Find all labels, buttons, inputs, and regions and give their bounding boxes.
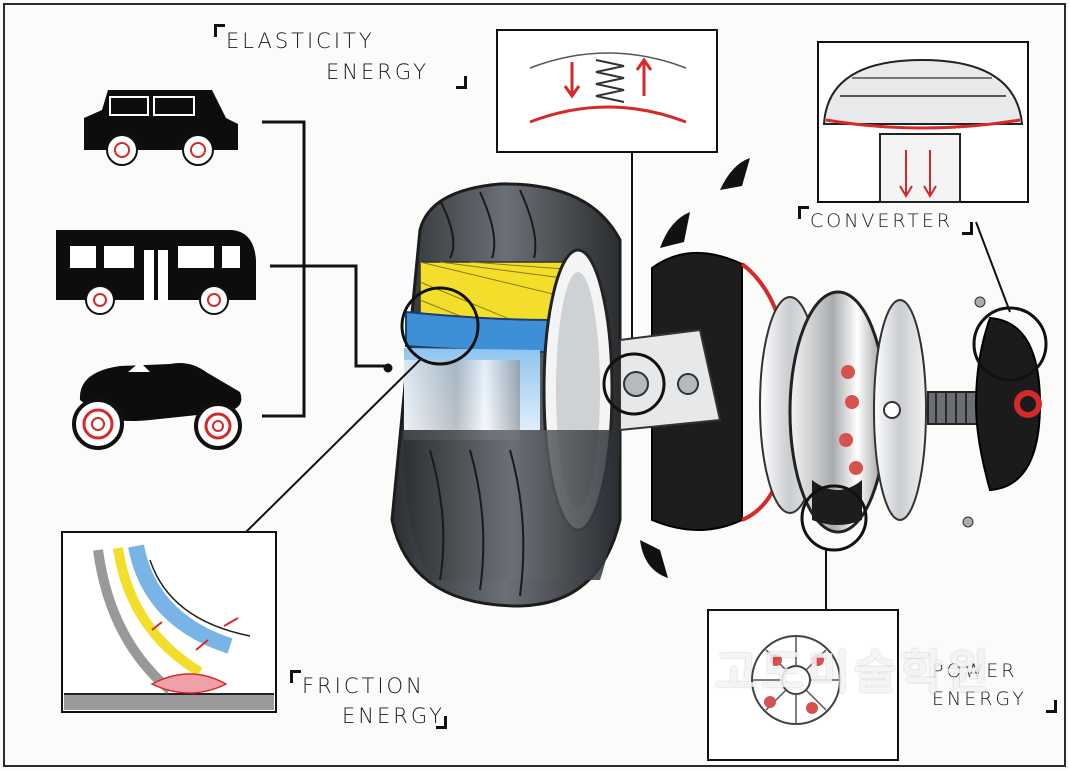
label-friction-line2: ENERGY xyxy=(342,704,445,728)
friction-detail-box xyxy=(61,359,421,713)
label-elasticity-line1: ELASTICITY xyxy=(226,29,375,53)
sheet-border xyxy=(3,3,1066,767)
bracket-friction-right xyxy=(436,716,447,729)
label-converter: CONVERTER xyxy=(810,210,954,232)
spring-hub xyxy=(602,158,793,578)
label-power-line2: ENERGY xyxy=(932,688,1027,710)
bracket-elasticity-left xyxy=(214,24,225,37)
bracket-converter-left xyxy=(798,206,809,219)
converter-cap xyxy=(962,296,1048,528)
label-power-line1: POWER xyxy=(932,660,1018,682)
label-friction-line1: FRICTION xyxy=(302,674,425,698)
generator-disks xyxy=(759,290,983,610)
label-elasticity-line2: ENERGY xyxy=(326,60,429,84)
power-detail-box xyxy=(707,609,899,761)
bus-icon xyxy=(56,230,256,315)
bracket-elasticity-right xyxy=(456,76,467,89)
converter-detail-box xyxy=(817,41,1029,313)
vehicle-connector-lines xyxy=(262,120,393,418)
bracket-power-right xyxy=(1046,700,1057,713)
bracket-converter-right xyxy=(962,222,973,235)
elasticity-detail-box xyxy=(496,29,718,352)
watermark-text: 고도미술학원 xyxy=(715,645,993,699)
motorcycle-icon xyxy=(72,362,242,450)
car-icon xyxy=(84,90,238,166)
tire-assembly xyxy=(390,182,622,608)
bracket-friction-left xyxy=(290,670,301,683)
